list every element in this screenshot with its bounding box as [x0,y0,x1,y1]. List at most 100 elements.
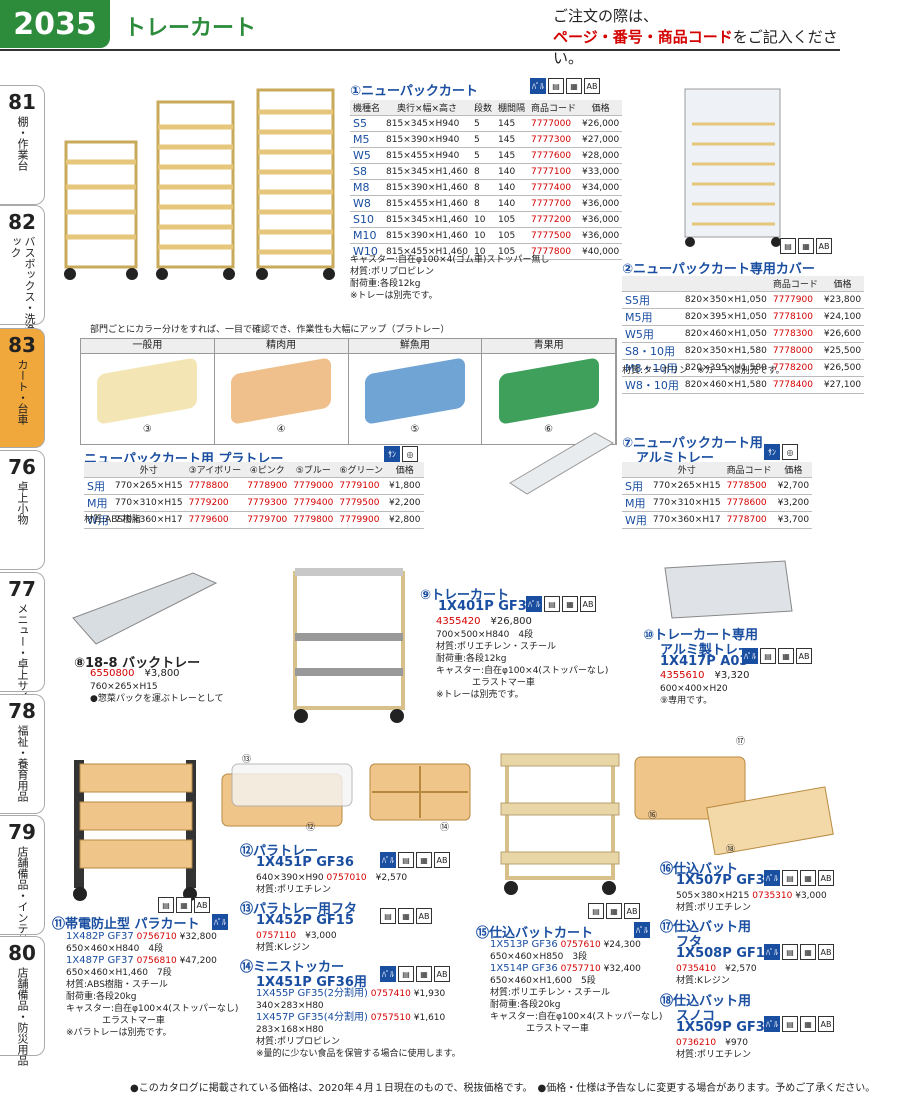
table-cell: ¥3,700 [774,511,813,529]
tab-number: 78 [8,699,36,723]
item16-material: 材質:ポリエチレン [676,903,752,913]
detail-line: 283×168×H80 [256,1024,461,1036]
item18-title-line1: ⑱仕込バット用 [660,994,752,1009]
table-header-cell: 価格 [774,462,813,478]
ab-icon: AB [434,966,450,982]
ab-icon: AB [816,238,832,254]
item9-notes: 700×500×H840 4段 材質:ポリエチレン・スチール 耐荷重:各段12k… [436,629,608,701]
product-code: 0757510 [370,1013,411,1023]
table-cell: 7778100 [769,308,821,326]
table-cell: ¥36,000 [579,211,623,228]
table-header-cell: 段数 [471,100,496,116]
item17-title-line1: ⑰仕込バット用 [660,920,752,935]
table-header-cell: 価格 [386,462,424,478]
model-code: 1X455P GF35(2分割用) [256,988,368,999]
tab-label: 卓上小物 [16,481,29,525]
shelf-icon: ▤ [398,852,414,868]
sidebar-tab-82[interactable]: 82 バスボックス・洗浄ラック [0,205,45,346]
color-tray-number: ③ [142,424,152,435]
table-cell: ¥24,100 [820,308,865,326]
table-cell: 815×455×H940 [383,147,471,164]
ab-icon: AB [434,852,450,868]
table-cell: 5 [471,131,496,148]
item10-icons: ﾊﾟﾙ▤▦AB [742,648,812,664]
note-line: ⑨専用です。 [660,696,713,706]
table-header-cell: 価格 [579,100,623,116]
para-cart-image [73,760,197,901]
table-cell: ¥25,500 [820,342,865,360]
item12-material: 材質:ポリエチレン [256,885,332,895]
item17-material: 材質:Kレジン [676,976,730,986]
sidebar-tab-76[interactable]: 76 卓上小物 [0,450,45,570]
caster-icon: ﾊﾟﾙ [212,914,228,930]
item10-code: 4355610 [660,670,705,681]
caster-icon: ﾊﾟﾙ [380,966,396,982]
sidebar-tab-80[interactable]: 80 店舗備品・防災用品 [0,936,45,1066]
color-tray-swatch [231,357,332,425]
table-cell: 820×395×H1,580 [681,359,770,377]
item15-badge: ﾊﾟﾙ [634,922,650,938]
grid-icon: ▦ [800,944,816,960]
order-note-rest: をご記入ください。 [553,28,838,67]
detail-text: キャスター:自在φ100×4(ストッパーなし) [490,1012,663,1022]
detail-line: 1X513P GF36 0757610 ¥24,300 [490,939,662,951]
table-cell: 7777400 [528,179,580,196]
sidebar-tab-81[interactable]: 81 棚・作業台 [0,85,45,205]
table-cell: 815×345×H1,460 [383,163,471,180]
sidebar-tab-77[interactable]: 77 メニュー・卓上サイン [0,572,45,713]
item18-line: 0736210 ¥970 [676,1037,748,1049]
table-cell: M10 [350,227,384,244]
table-cell: 7777100 [528,163,580,180]
table-cell: 7777600 [528,147,580,164]
item1-icons: ﾊﾟﾙ▤▦AB [530,78,600,94]
table-cell: 7779800 [290,511,337,529]
table-cell: 7779700 [244,511,291,529]
grid-icon: ▦ [800,1016,816,1032]
note-line: 600×400×H20 [660,684,728,694]
sidebar-tab-78[interactable]: 78 福祉・養育用品 [0,694,45,814]
ab-icon: AB [580,596,596,612]
table-cell: 7777800 [528,243,580,260]
detail-line: 材質:ポリプロピレン [256,1036,461,1048]
item13-title-line2: 1X452P GF15 [256,913,354,928]
caster-icon: ﾊﾟﾙ [530,78,546,94]
tab-label: 福祉・養育用品 [16,725,29,802]
price: ¥47,200 [179,956,217,966]
tab-number: 83 [8,333,36,357]
back-tray-image [72,572,218,645]
table-cell: 815×390×H1,460 [383,179,471,196]
note-line: ※トレーは別売です。 [436,690,524,700]
shelf-icon: ▤ [548,78,564,94]
grid-icon: ▦ [416,966,432,982]
note-line: エラストマー車 [436,678,535,688]
note-line: 耐荷重:各段12kg [350,279,421,289]
tab-number: 81 [8,90,36,114]
table-cell: 820×460×H1,050 [681,325,770,343]
item13-material: 材質:Kレジン [256,943,310,953]
item10-price-line: 4355610 ¥3,320 [660,670,750,682]
table-cell: M用 [84,494,112,512]
table-cell: 140 [495,163,529,180]
item12-title-line2: 1X451P GF36 [256,855,354,870]
tab-number: 79 [8,820,36,844]
grid-icon: ▦ [800,870,816,886]
product-code: 0757610 [560,940,601,950]
item11-icons: ▤▦AB [158,897,210,913]
table-header-cell: 商品コード [528,100,580,116]
model-code: 1X513P GF36 [490,939,558,950]
sidebar-tab-83[interactable]: 83 カート・台車 [0,328,45,448]
table-cell: 820×395×H1,050 [681,308,770,326]
price: ¥24,300 [603,940,641,950]
ab-icon: AB [818,870,834,886]
detail-line: 1X487P GF37 0756810 ¥47,200 [66,955,238,967]
sidebar-tab-79[interactable]: 79 店舗備品・インテリア [0,815,45,956]
price: ¥32,800 [179,932,217,942]
